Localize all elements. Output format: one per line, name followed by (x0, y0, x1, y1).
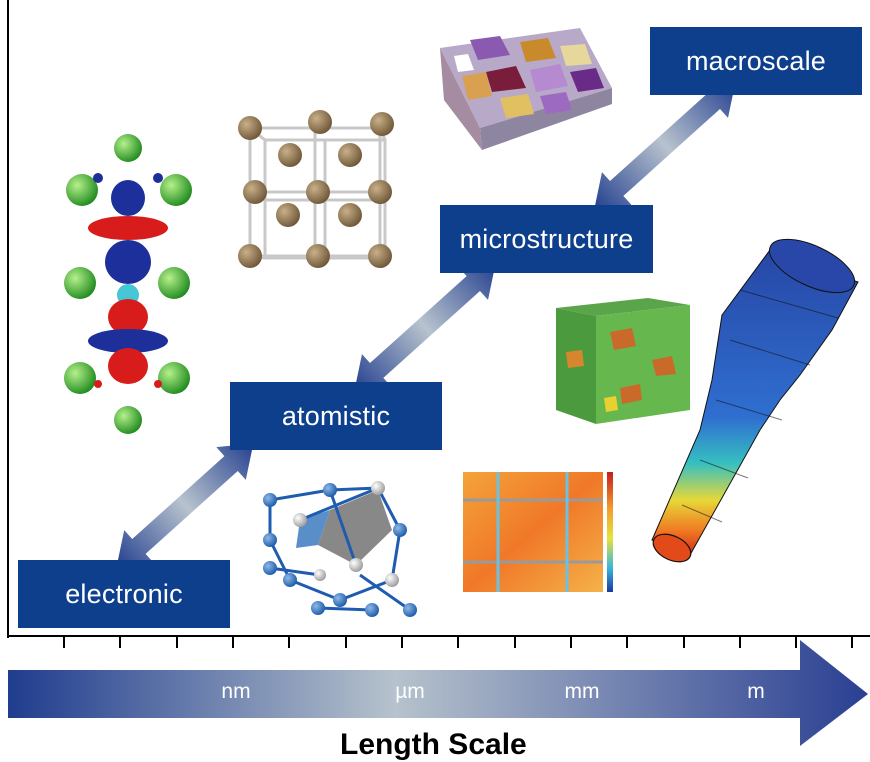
macroscale-label: macroscale (686, 46, 826, 77)
crystal-lattice-illustration (238, 110, 394, 268)
microstructure-box: microstructure (440, 205, 653, 273)
grain-microstructure-illustration (440, 28, 612, 150)
electronic-label: electronic (65, 579, 183, 610)
electron-density-illustration (64, 134, 192, 434)
unit-label-um: µm (395, 680, 425, 704)
multiscale-diagram (0, 0, 870, 746)
electronic-box: electronic (18, 560, 230, 628)
axis-title: Length Scale (340, 728, 527, 762)
unit-label-nm: nm (221, 680, 250, 704)
grain-cube-illustration (556, 298, 690, 424)
field-contour-plot (463, 472, 613, 592)
x-axis-ticks (64, 636, 852, 648)
atomistic-box: atomistic (230, 382, 442, 450)
unit-label-mm: mm (565, 680, 600, 704)
macroscale-box: macroscale (650, 27, 862, 95)
atomistic-label: atomistic (282, 401, 390, 432)
unit-label-m: m (747, 680, 765, 704)
atomic-cluster-illustration (263, 481, 417, 617)
microstructure-label: microstructure (460, 224, 634, 255)
